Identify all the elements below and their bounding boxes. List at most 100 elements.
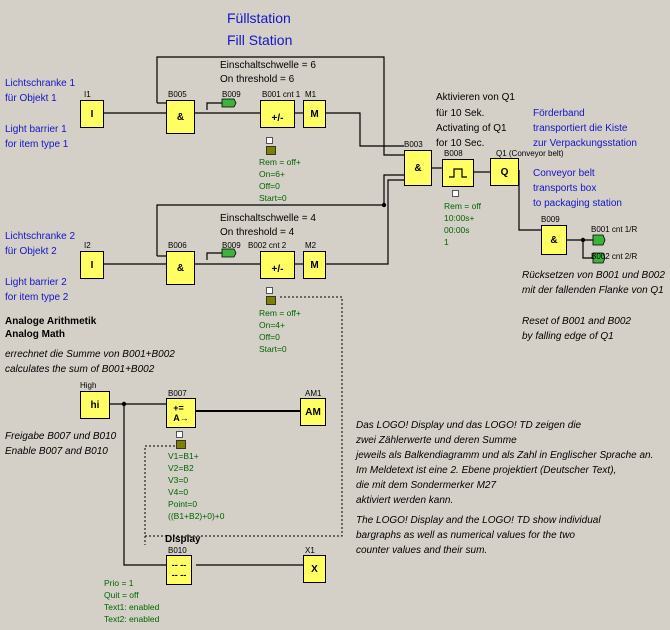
- activate-l4: for 10 Sec.: [436, 138, 485, 149]
- wire-high-b010: [123, 404, 166, 566]
- symbol-b009: &: [550, 234, 558, 246]
- conveyor-de-l3: zur Verpackungsstation: [533, 138, 637, 149]
- symbol-b006: &: [176, 262, 185, 274]
- conveyor-en-l3: to packaging station: [533, 198, 622, 209]
- expand-b007-icon[interactable]: [176, 431, 183, 438]
- enable-de: Freigabe B007 und B010: [5, 431, 117, 442]
- expand-b008-icon[interactable]: [452, 190, 459, 197]
- wire-loop-top: [156, 56, 404, 156]
- params-b007: V1=B1+ V2=B2 V3=0 V4=0 Point=0 ((B1+B2)+…: [168, 450, 224, 522]
- display-header: Display: [165, 534, 201, 545]
- lightbarrier1-en2: for item type 1: [5, 139, 69, 150]
- params-b002: Rem = off+ On=4+ Off=0 Start=0: [259, 307, 301, 355]
- reset-de1: Rücksetzen von B001 und B002: [522, 270, 665, 281]
- symbol-high: hi: [90, 399, 100, 411]
- param-line: 1: [444, 237, 449, 247]
- block-b007[interactable]: +=A→: [166, 398, 196, 428]
- reset-de2: mit der fallenden Flanke von Q1: [522, 285, 664, 296]
- lightbarrier2-de2: für Objekt 2: [5, 246, 57, 257]
- analog-h1: Analoge Arithmetik: [5, 316, 97, 327]
- label-i1: I1: [84, 90, 91, 99]
- label-m2: M2: [305, 241, 317, 250]
- symbol-x1: X: [311, 563, 318, 575]
- block-am1[interactable]: AM: [300, 398, 326, 426]
- lightbarrier1-de2: für Objekt 1: [5, 93, 57, 104]
- symbol-i2: I: [90, 259, 94, 271]
- param-line: Text2: enabled: [104, 614, 160, 624]
- param-line: Start=0: [259, 344, 287, 354]
- conveyor-de-l2: transportiert die Kiste: [533, 123, 628, 134]
- param-line: On=6+: [259, 169, 285, 179]
- analog-en: calculates the sum of B001+B002: [5, 364, 155, 375]
- display-en2: bargraphs as well as numerical values fo…: [356, 530, 575, 541]
- symbol-m1: M: [310, 108, 319, 120]
- block-b008[interactable]: [442, 159, 474, 187]
- block-b009[interactable]: &: [541, 225, 567, 255]
- expand-b002-icon[interactable]: [266, 287, 273, 294]
- label-b009a: B009: [222, 90, 241, 99]
- block-b001[interactable]: +/-: [260, 100, 295, 128]
- block-b003[interactable]: &: [404, 150, 432, 186]
- wire-m2-b003: [326, 179, 404, 265]
- display-icon: -- ---- --: [171, 560, 187, 580]
- display-de5: die mit dem Sondermerker M27: [356, 480, 497, 491]
- expand-b001-icon[interactable]: [266, 137, 273, 144]
- params-b008: Rem = off 10:00s+ 00:00s 1: [444, 200, 481, 248]
- reset-en1: Reset of B001 and B002: [522, 316, 631, 327]
- conveyor-de-l1: Förderband: [533, 108, 585, 119]
- output-connector-2: [592, 252, 606, 264]
- block-b002[interactable]: +/-: [260, 251, 295, 279]
- symbol-b002: +/-: [271, 263, 284, 275]
- analog-h2: Analog Math: [5, 329, 65, 340]
- timer-icon: [443, 160, 473, 186]
- block-q1[interactable]: Q: [490, 158, 519, 186]
- label-b001: B001 cnt 1: [262, 90, 301, 99]
- connector-b009b: [221, 248, 237, 258]
- threshold2-de: Einschaltschwelle = 4: [220, 213, 316, 224]
- label-i2: I2: [84, 241, 91, 250]
- label-b008: B008: [444, 149, 463, 158]
- block-high[interactable]: hi: [80, 391, 110, 419]
- param-line: On=4+: [259, 320, 285, 330]
- display-de1: Das LOGO! Display und das LOGO! TD zeige…: [356, 420, 582, 431]
- math-icon: +=A→: [173, 403, 189, 423]
- label-b005: B005: [168, 90, 187, 99]
- param-line: Rem = off+: [259, 157, 301, 167]
- label-x1: X1: [305, 546, 315, 555]
- param-line: Quit = off: [104, 590, 139, 600]
- label-b010: B010: [168, 546, 187, 555]
- block-i1[interactable]: I: [80, 100, 104, 128]
- display-de3: jeweils als Balkendiagramm und als Zahl …: [356, 450, 654, 461]
- block-m2[interactable]: M: [303, 251, 326, 279]
- block-i2[interactable]: I: [80, 251, 104, 279]
- param-line: V1=B1+: [168, 451, 199, 461]
- wire-b009b-b002: [206, 252, 222, 260]
- wire-b009-out2: [582, 240, 593, 259]
- block-b005[interactable]: &: [166, 100, 195, 134]
- block-m1[interactable]: M: [303, 100, 326, 128]
- wire-loop-mid-b003: [383, 174, 404, 205]
- conveyor-en-l1: Conveyor belt: [533, 168, 595, 179]
- symbol-q1: Q: [500, 166, 509, 178]
- label-out1: B001 cnt 1/R: [591, 225, 638, 234]
- label-m1: M1: [305, 90, 317, 99]
- label-b009b: B009: [222, 241, 241, 250]
- block-x1[interactable]: X: [303, 555, 326, 583]
- lightbarrier2-de1: Lichtschranke 2: [5, 231, 76, 242]
- block-b010[interactable]: -- ---- --: [166, 555, 192, 585]
- block-b006[interactable]: &: [166, 251, 195, 285]
- param-line: Text1: enabled: [104, 602, 160, 612]
- lightbarrier1-de1: Lichtschranke 1: [5, 78, 76, 89]
- wire-q1-b009: [518, 170, 541, 231]
- activate-l1: Aktivieren von Q1: [436, 92, 515, 103]
- display-en3: counter values and their sum.: [356, 545, 488, 556]
- param-line: V2=B2: [168, 463, 194, 473]
- param-line: Off=0: [259, 332, 280, 342]
- wire-b009a-b001: [206, 102, 222, 110]
- param-line: 00:00s: [444, 225, 470, 235]
- threshold2-en: On threshold = 4: [220, 227, 295, 238]
- symbol-b005: &: [176, 111, 185, 123]
- title-en: Fill Station: [227, 32, 293, 48]
- param-line: ((B1+B2)+0)+0: [168, 511, 225, 521]
